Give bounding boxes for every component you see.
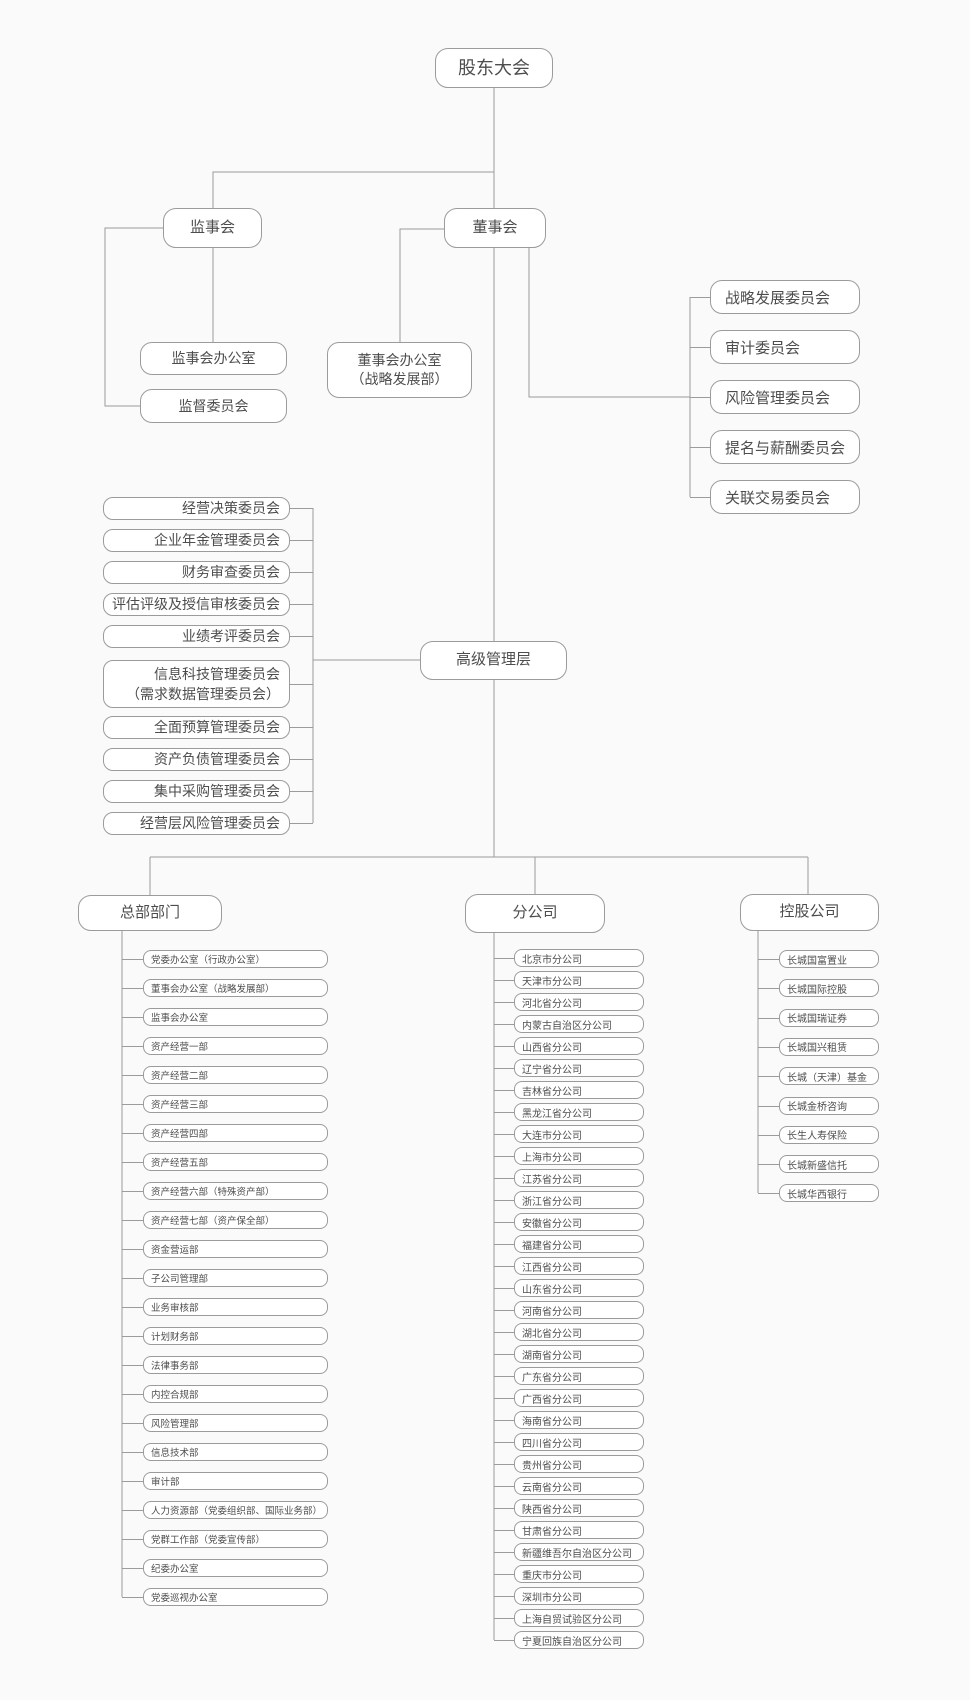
- branch-company-node: 大连市分公司: [494, 1125, 644, 1143]
- branch-company-node: 甘肃省分公司: [494, 1521, 644, 1539]
- branch-company-node: 江苏省分公司: [494, 1169, 644, 1187]
- branch-company-node: 内蒙古自治区分公司: [494, 1015, 644, 1033]
- node-supervision-committee: 监督委员会: [140, 389, 287, 423]
- board-committee-node: 提名与薪酬委员会: [690, 430, 860, 464]
- board-office-line1: 董事会办公室: [357, 352, 442, 369]
- hq-department-node: 党群工作部（党委宣传部）: [122, 1530, 328, 1548]
- branch-company-node: 北京市分公司: [494, 949, 644, 967]
- node-hq-departments-header: 总部部门: [78, 895, 222, 931]
- management-committee-node: 经营决策委员会: [103, 496, 313, 520]
- hq-department-node: 董事会办公室（战略发展部）: [122, 979, 328, 997]
- branch-company-node: 广东省分公司: [494, 1367, 644, 1385]
- hq-department-node: 法律事务部: [122, 1356, 328, 1374]
- holding-company-node: 长城国富置业: [758, 950, 879, 968]
- holding-company-node: 长生人寿保险: [758, 1125, 879, 1144]
- hq-department-node: 信息技术部: [122, 1443, 328, 1461]
- hq-department-node: 人力资源部（党委组织部、国际业务部）: [122, 1501, 328, 1519]
- branch-company-node: 江西省分公司: [494, 1257, 644, 1275]
- hq-department-node: 党委办公室（行政办公室）: [122, 950, 328, 968]
- management-committee-node: 评估评级及授信审核委员会: [103, 592, 313, 616]
- node-holding-companies-header: 控股公司: [740, 894, 879, 931]
- board-committee-node: 关联交易委员会: [690, 480, 860, 514]
- hq-department-node: 资产经营二部: [122, 1066, 328, 1084]
- hq-department-node: 资产经营四部: [122, 1124, 328, 1142]
- branch-company-node: 河南省分公司: [494, 1301, 644, 1319]
- branch-company-node: 辽宁省分公司: [494, 1059, 644, 1077]
- hq-department-node: 子公司管理部: [122, 1269, 328, 1287]
- branch-company-node: 浙江省分公司: [494, 1191, 644, 1209]
- hq-department-node: 内控合规部: [122, 1385, 328, 1403]
- hq-department-node: 资产经营一部: [122, 1037, 328, 1055]
- hq-department-node: 资产经营六部（特殊资产部）: [122, 1182, 328, 1200]
- node-senior-management: 高级管理层: [420, 641, 567, 680]
- branch-company-node: 上海自贸试验区分公司: [494, 1609, 644, 1627]
- hq-department-node: 资产经营三部: [122, 1095, 328, 1113]
- board-office-line2: （战略发展部）: [350, 371, 449, 387]
- branch-company-node: 重庆市分公司: [494, 1565, 644, 1583]
- branch-company-node: 山东省分公司: [494, 1279, 644, 1297]
- hq-department-node: 纪委办公室: [122, 1559, 328, 1577]
- board-committee-node: 风险管理委员会: [690, 380, 860, 414]
- branch-company-node: 河北省分公司: [494, 993, 644, 1011]
- branch-company-node: 宁夏回族自治区分公司: [494, 1631, 644, 1649]
- branch-company-node: 山西省分公司: [494, 1037, 644, 1055]
- management-committee-node: 企业年金管理委员会: [103, 528, 313, 552]
- branch-company-node: 贵州省分公司: [494, 1455, 644, 1473]
- management-committee-node: 信息科技管理委员会（需求数据管理委员会）: [103, 660, 313, 708]
- management-committee-node: 集中采购管理委员会: [103, 779, 313, 803]
- board-committee-node: 战略发展委员会: [690, 280, 860, 314]
- management-committee-node: 全面预算管理委员会: [103, 715, 313, 739]
- hq-department-node: 资金营运部: [122, 1240, 328, 1258]
- management-committee-node: 资产负债管理委员会: [103, 747, 313, 771]
- hq-department-node: 业务审核部: [122, 1298, 328, 1316]
- branch-company-node: 湖南省分公司: [494, 1345, 644, 1363]
- hq-department-node: 风险管理部: [122, 1414, 328, 1432]
- node-supervisory-board-office: 监事会办公室: [140, 342, 287, 375]
- branch-company-node: 福建省分公司: [494, 1235, 644, 1253]
- management-committee-node: 业绩考评委员会: [103, 624, 313, 648]
- node-supervisory-board: 监事会: [163, 208, 262, 248]
- hq-department-node: 资产经营七部（资产保全部）: [122, 1211, 328, 1229]
- holding-company-node: 长城国际控股: [758, 979, 879, 998]
- node-board-of-directors: 董事会: [444, 208, 546, 248]
- node-branch-companies-header: 分公司: [465, 894, 605, 933]
- management-committee-node: 财务审查委员会: [103, 560, 313, 584]
- branch-company-node: 安徽省分公司: [494, 1213, 644, 1231]
- branch-company-node: 海南省分公司: [494, 1411, 644, 1429]
- hq-department-node: 审计部: [122, 1472, 328, 1490]
- node-shareholders-meeting: 股东大会: [435, 48, 553, 88]
- branch-company-node: 上海市分公司: [494, 1147, 644, 1165]
- branch-company-node: 深圳市分公司: [494, 1587, 644, 1605]
- holding-company-node: 长城金桥咨询: [758, 1096, 879, 1115]
- hq-department-node: 党委巡视办公室: [122, 1588, 328, 1606]
- branch-company-node: 吉林省分公司: [494, 1081, 644, 1099]
- management-committee-node: 经营层风险管理委员会: [103, 811, 313, 835]
- branch-company-node: 广西省分公司: [494, 1389, 644, 1407]
- holding-company-node: 长城国兴租赁: [758, 1037, 879, 1056]
- branch-company-node: 黑龙江省分公司: [494, 1103, 644, 1121]
- holding-company-node: 长城（天津）基金: [758, 1067, 879, 1086]
- branch-company-node: 四川省分公司: [494, 1433, 644, 1451]
- holding-company-node: 长城国瑞证券: [758, 1008, 879, 1027]
- hq-department-node: 计划财务部: [122, 1327, 328, 1345]
- board-committee-node: 审计委员会: [690, 330, 860, 364]
- branch-company-node: 陕西省分公司: [494, 1499, 644, 1517]
- branch-company-node: 新疆维吾尔自治区分公司: [494, 1543, 644, 1561]
- branch-company-node: 云南省分公司: [494, 1477, 644, 1495]
- node-board-office: 董事会办公室 （战略发展部）: [327, 342, 472, 398]
- holding-company-node: 长城华西银行: [758, 1184, 879, 1203]
- branch-company-node: 天津市分公司: [494, 971, 644, 989]
- hq-department-node: 监事会办公室: [122, 1008, 328, 1026]
- branch-company-node: 湖北省分公司: [494, 1323, 644, 1341]
- hq-department-node: 资产经营五部: [122, 1153, 328, 1171]
- holding-company-node: 长城新盛信托: [758, 1155, 879, 1174]
